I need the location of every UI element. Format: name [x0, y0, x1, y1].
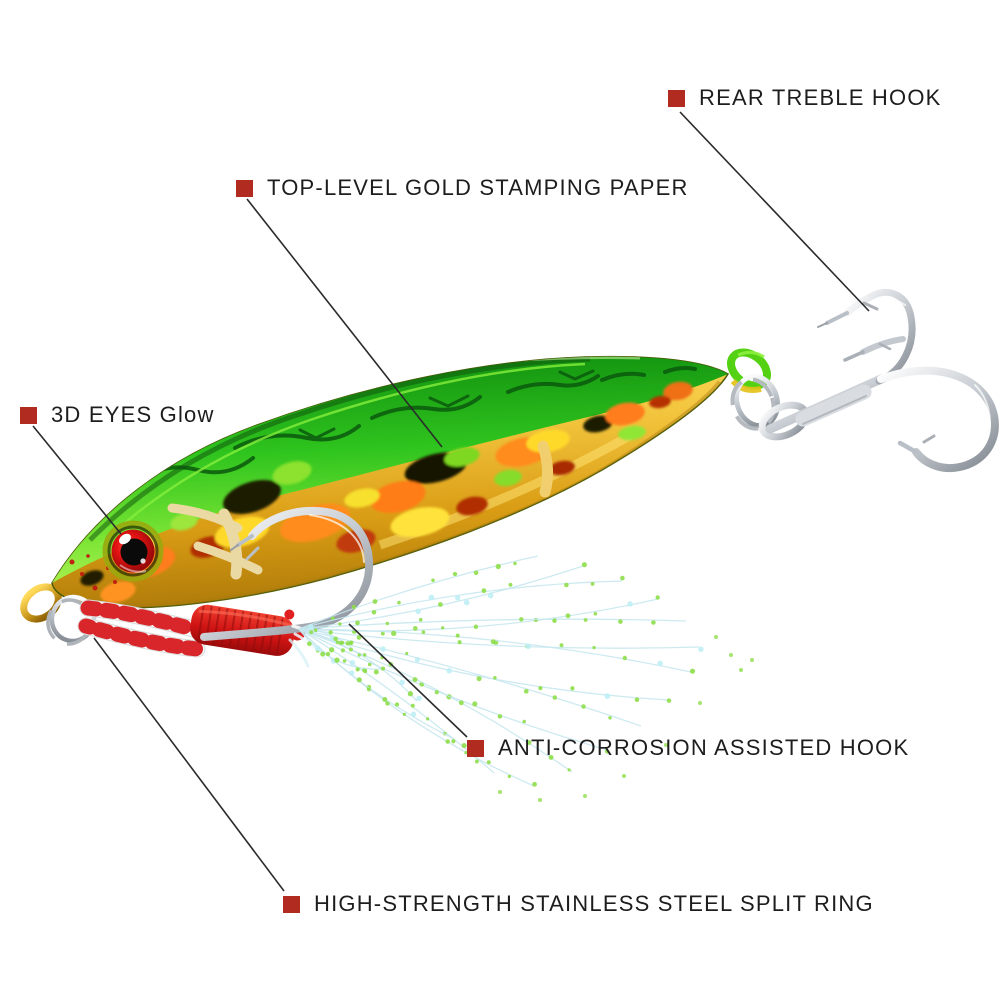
callout-bullet	[20, 406, 37, 424]
leader-3d-eyes	[32, 425, 122, 535]
callout-label: TOP-LEVEL GOLD STAMPING PAPER	[267, 175, 689, 200]
callout-bullet	[467, 739, 484, 757]
assist-hook-graphic	[200, 506, 374, 641]
callout-gold-stamping-paper: TOP-LEVEL GOLD STAMPING PAPER	[236, 177, 689, 199]
callout-label: REAR TREBLE HOOK	[699, 85, 942, 110]
leader-assist-hook	[348, 623, 468, 738]
3d-eye	[102, 520, 164, 582]
holographic-back	[52, 356, 728, 583]
callout-label: HIGH-STRENGTH STAINLESS STEEL SPLIT RING	[314, 891, 874, 916]
leader-rear-treble-hook	[679, 111, 870, 312]
callout-label: ANTI-CORROSION ASSISTED HOOK	[498, 735, 910, 760]
callout-bullet	[668, 89, 685, 107]
flash-feathers	[298, 555, 754, 802]
callout-rear-treble-hook: REAR TREBLE HOOK	[668, 87, 942, 109]
braided-cord	[77, 599, 206, 658]
callout-3d-eyes: 3D EYES Glow	[20, 404, 215, 426]
reflective-slashes	[167, 440, 554, 580]
leader-lines	[32, 111, 870, 892]
callout-assist-hook: ANTI-CORROSION ASSISTED HOOK	[467, 737, 909, 759]
callout-bullet	[283, 895, 300, 913]
treble-hook-graphic	[758, 288, 999, 473]
callout-split-ring: HIGH-STRENGTH STAINLESS STEEL SPLIT RING	[283, 893, 874, 915]
callout-bullet	[236, 179, 253, 197]
leader-split-ring	[93, 637, 285, 892]
callout-label: 3D EYES Glow	[51, 402, 215, 427]
leader-gold-stamping	[246, 198, 443, 448]
